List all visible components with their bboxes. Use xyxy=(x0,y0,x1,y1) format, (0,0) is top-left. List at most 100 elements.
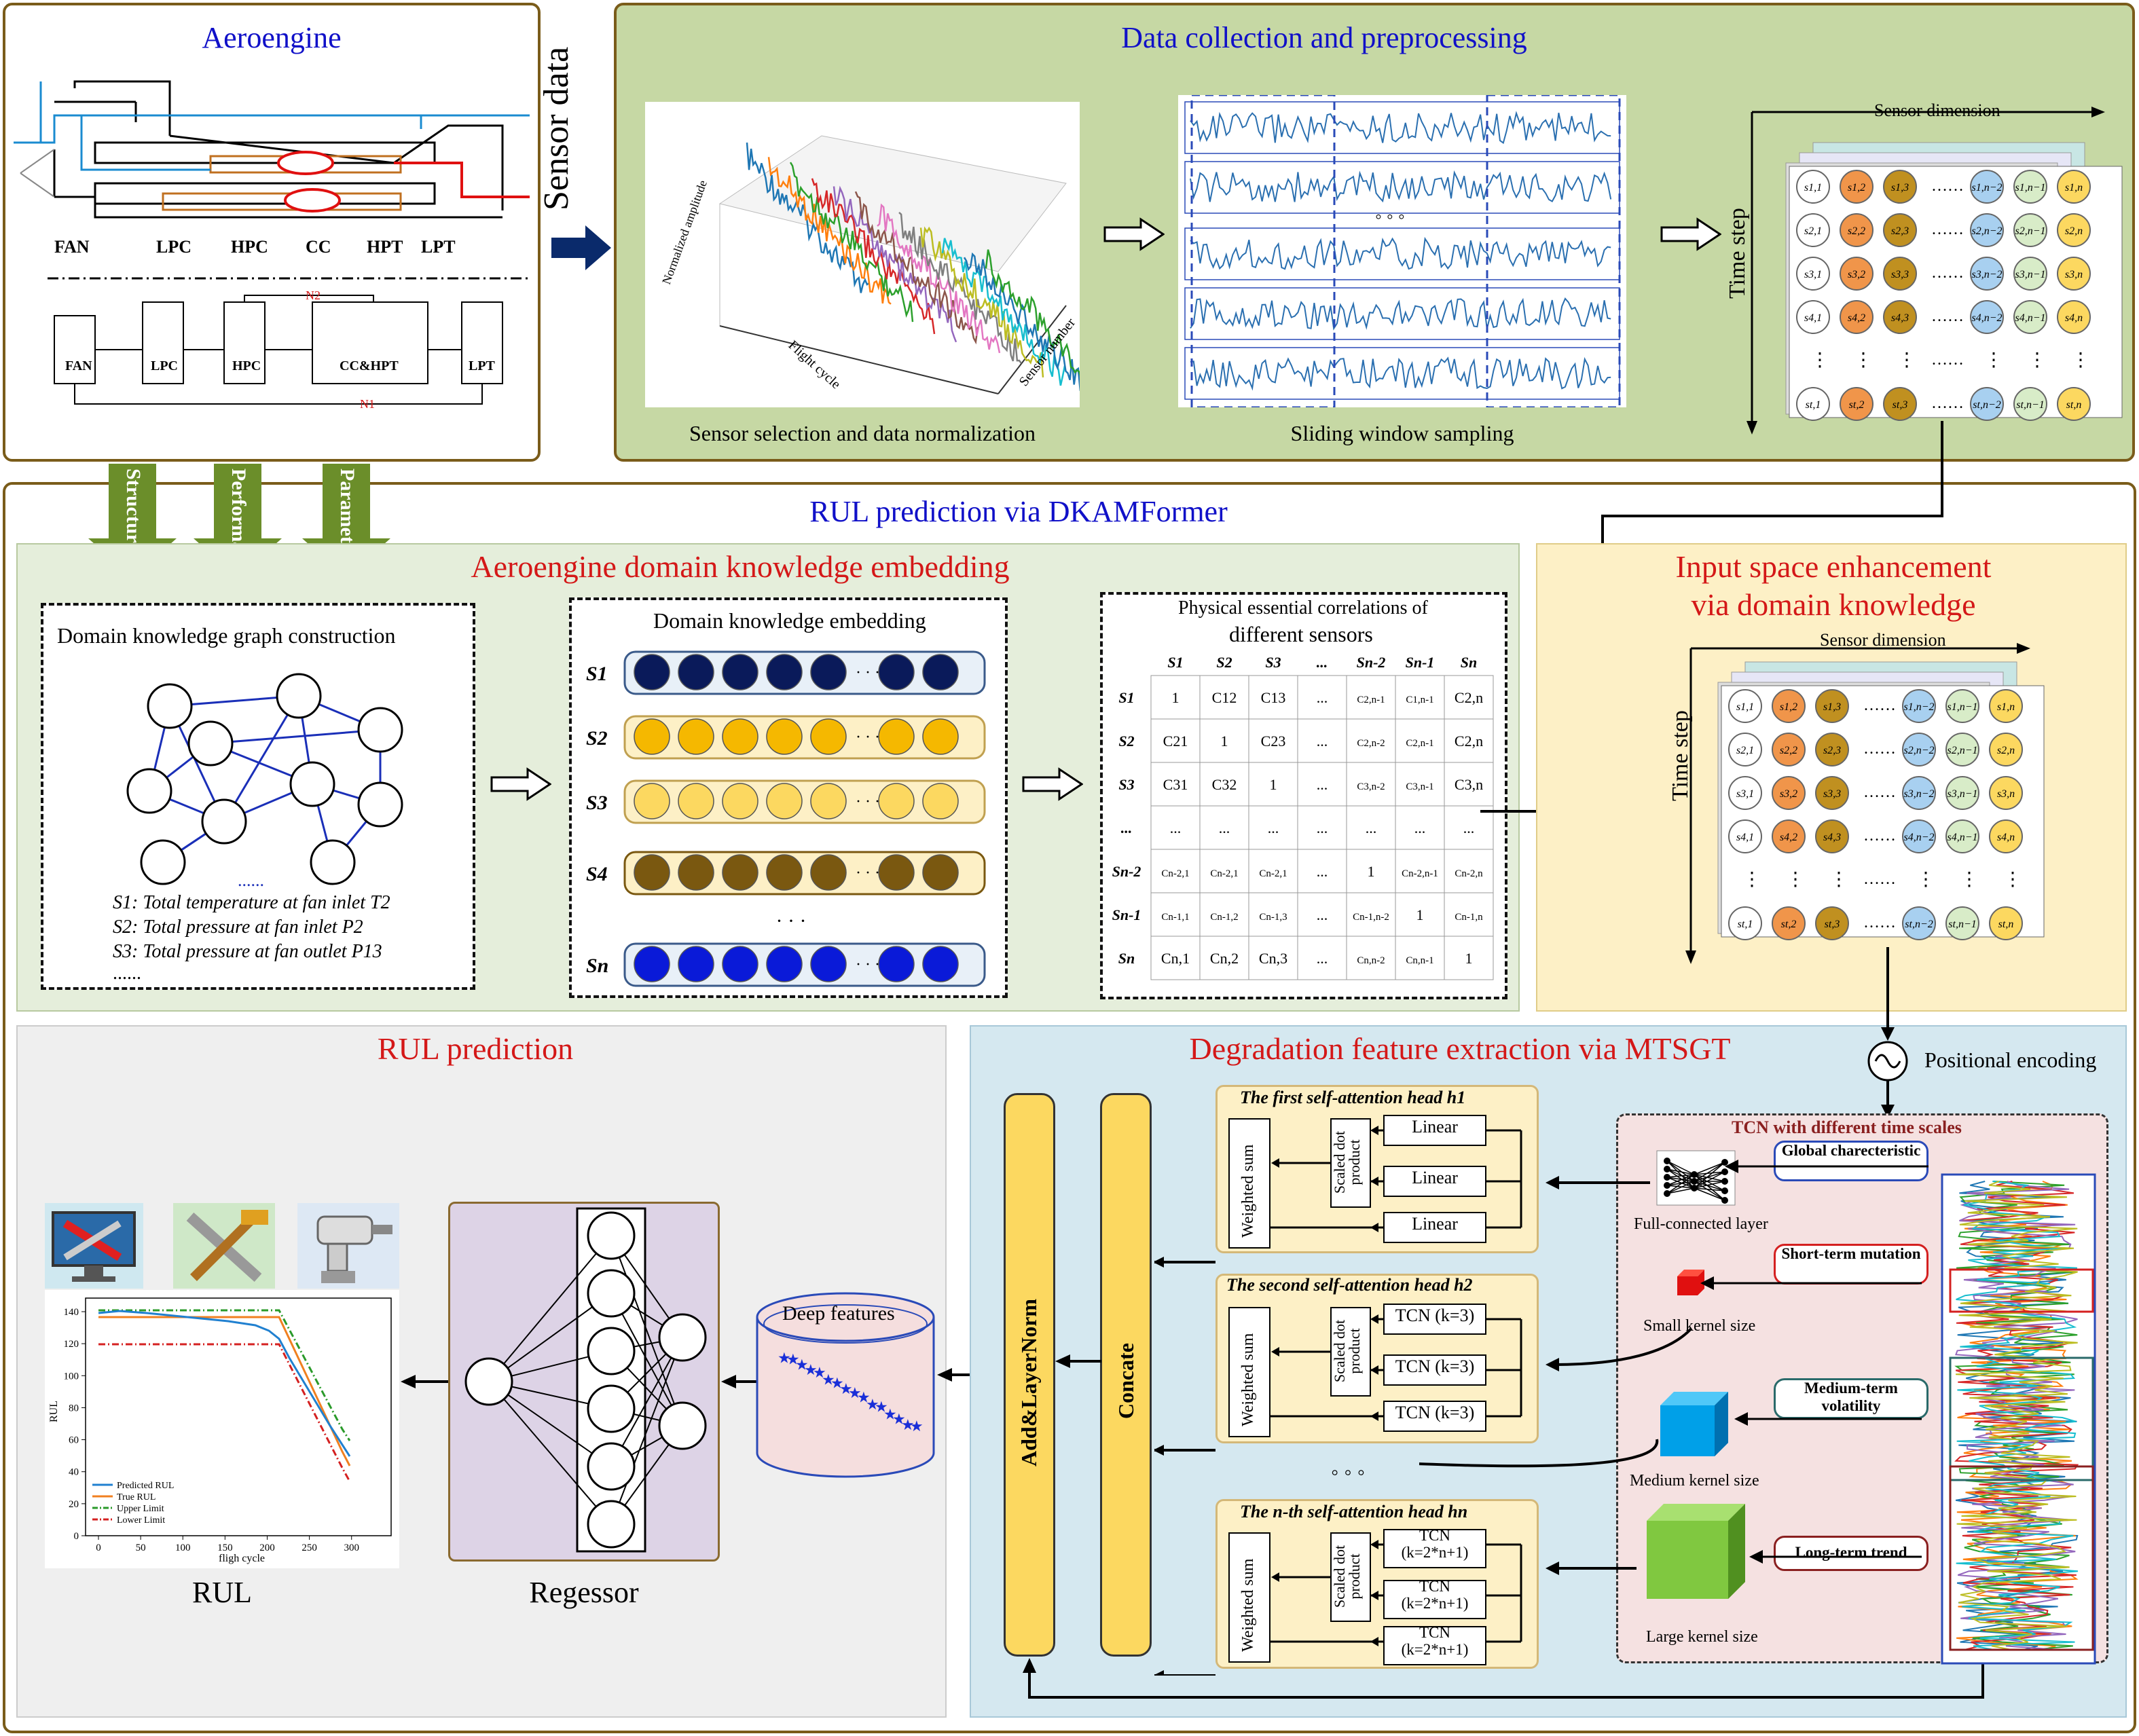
svg-text:C2,n: C2,n xyxy=(1455,689,1483,706)
sensor-cell xyxy=(1989,906,2023,940)
svg-text:s4,3: s4,3 xyxy=(1823,832,1841,843)
svg-text:s2,2: s2,2 xyxy=(1848,225,1865,237)
sensor-cell xyxy=(1970,387,2004,421)
svg-text:s1,n: s1,n xyxy=(2065,182,2083,193)
scaled-dot-label: Scaled dot product xyxy=(1331,1545,1363,1608)
knowledge-graph-box xyxy=(41,603,475,990)
svg-text:s3,1: s3,1 xyxy=(1736,788,1754,800)
window-row-5 xyxy=(1184,347,1620,400)
sensor-cell xyxy=(1815,689,1849,723)
svg-text:★: ★ xyxy=(830,1375,844,1392)
svg-text:250: 250 xyxy=(301,1543,317,1553)
graph-box-title: Domain knowledge graph construction xyxy=(57,623,396,648)
svg-text:s4,n−1: s4,n−1 xyxy=(2015,312,2045,324)
svg-text:s2,3: s2,3 xyxy=(1823,745,1841,756)
svg-text:s3,3: s3,3 xyxy=(1823,788,1841,800)
svg-text:st,n−2: st,n−2 xyxy=(1905,919,1933,930)
upper-limit-line xyxy=(98,1309,351,1441)
svg-text:★: ★ xyxy=(848,1384,862,1401)
svg-text:s2,n−1: s2,n−1 xyxy=(2015,225,2045,237)
embedding-dots: · · · xyxy=(776,910,807,932)
n2-label: N2 xyxy=(306,289,321,302)
svg-text:s1,2: s1,2 xyxy=(1848,182,1865,193)
sensor-cell xyxy=(1840,213,1873,247)
svg-text:st,3: st,3 xyxy=(1825,919,1840,930)
svg-text:……: …… xyxy=(1863,827,1896,845)
rul-ylabel: RUL xyxy=(48,1401,60,1422)
svg-text:100: 100 xyxy=(175,1543,191,1553)
svg-text:s3,2: s3,2 xyxy=(1848,269,1865,280)
graph-dots: ...... xyxy=(238,870,264,890)
tcn-series-5 xyxy=(1955,1181,2078,1651)
sensor-cell xyxy=(1772,689,1806,723)
concate-label: Concate xyxy=(1114,1343,1138,1419)
sensor-cell xyxy=(1796,213,1830,247)
domain-embedding-title: Aeroengine domain knowledge embedding xyxy=(471,549,1010,584)
svg-text:s4,n−1: s4,n−1 xyxy=(1947,832,1977,843)
svg-text:Cn-2,n-1: Cn-2,n-1 xyxy=(1402,868,1438,879)
correlation-title-1: Physical essential correlations of xyxy=(1178,597,1428,618)
svg-text:s4,n−2: s4,n−2 xyxy=(1903,832,1934,843)
sensor-cell xyxy=(1989,776,2023,810)
sensor-cell xyxy=(1970,257,2004,291)
sensor-cell xyxy=(1902,776,1936,810)
hpc-label: HPC xyxy=(231,237,268,257)
tcn-graphics xyxy=(1647,1150,2096,1665)
svg-text:C12: C12 xyxy=(1212,689,1237,706)
sensor-cell xyxy=(1815,733,1849,767)
sensor-cell xyxy=(1883,387,1917,421)
svg-text:S3: S3 xyxy=(1265,654,1281,671)
svg-text:st,n−1: st,n−1 xyxy=(2016,399,2044,411)
sensor-series-10 xyxy=(941,238,1066,386)
svg-text:Sn-2: Sn-2 xyxy=(1357,654,1386,671)
sensor-cell xyxy=(1840,387,1873,421)
svg-text:★: ★ xyxy=(901,1416,915,1433)
svg-text:1: 1 xyxy=(1416,906,1424,923)
svg-text:S3: S3 xyxy=(1118,776,1134,793)
sensor-cell xyxy=(1772,819,1806,853)
svg-text:s4,n: s4,n xyxy=(1997,832,2015,843)
svg-text:……: …… xyxy=(1931,177,1964,195)
sensor-more-desc: ...... xyxy=(113,963,141,984)
attention-heads-internals xyxy=(1154,1115,1522,1676)
embedding-box-title: Domain knowledge embedding xyxy=(653,608,926,633)
tcn-series-7 xyxy=(1956,1181,2078,1651)
normalized-amplitude-axis: Normalized amplitude xyxy=(659,179,710,287)
svg-text:Cn-2,1: Cn-2,1 xyxy=(1259,868,1287,879)
svg-text:C3,n-1: C3,n-1 xyxy=(1406,781,1433,792)
fc-layer-label: Full-connected layer xyxy=(1634,1215,1768,1233)
knowledge-graph xyxy=(126,673,403,885)
tcn-series-2 xyxy=(1956,1181,2079,1651)
svg-text:S2: S2 xyxy=(1216,654,1232,671)
sensor-cell xyxy=(1883,170,1917,204)
sensor-cell xyxy=(1883,257,1917,291)
svg-text:0: 0 xyxy=(74,1531,79,1542)
svg-text:★: ★ xyxy=(839,1380,853,1397)
svg-text:s4,n: s4,n xyxy=(2065,312,2083,324)
svg-text:……: …… xyxy=(1863,870,1896,888)
tcn-series-6 xyxy=(1956,1181,2079,1651)
svg-text:0: 0 xyxy=(96,1543,101,1553)
svg-text:S1: S1 xyxy=(1167,654,1183,671)
sensor-cell xyxy=(1902,906,1936,940)
correlation-title-2: different sensors xyxy=(1229,622,1373,646)
linear-label: Linear xyxy=(1412,1168,1458,1187)
hammer-wrench-icon xyxy=(173,1203,275,1289)
svg-text:· · ·: · · · xyxy=(856,864,880,882)
rul-legend: Predicted RUL True RUL Upper Limit Lower… xyxy=(92,1481,174,1526)
n1-label: N1 xyxy=(360,397,375,411)
svg-text:s1,1: s1,1 xyxy=(1736,701,1754,713)
tcn-k3-label: TCN (k=3) xyxy=(1395,1403,1475,1422)
rul-xlabel: fligh cycle xyxy=(219,1553,265,1564)
sensor-s2-desc: S2: Total pressure at fan inlet P2 xyxy=(113,917,363,938)
deep-feature-stars: ★★★★★★★★★★★★★★★★ xyxy=(778,1349,924,1435)
svg-text:……: …… xyxy=(1863,697,1896,714)
svg-text:……: …… xyxy=(1931,264,1964,282)
aeroengine-panel xyxy=(3,3,541,462)
weighted-sum-label: Weighted sum xyxy=(1239,1558,1257,1652)
sensor-cell xyxy=(1945,689,1979,723)
svg-text:...: ... xyxy=(1170,819,1182,836)
svg-text:1: 1 xyxy=(1465,950,1473,967)
lpc-label: LPC xyxy=(156,237,191,257)
svg-text:s4,3: s4,3 xyxy=(1891,312,1909,324)
